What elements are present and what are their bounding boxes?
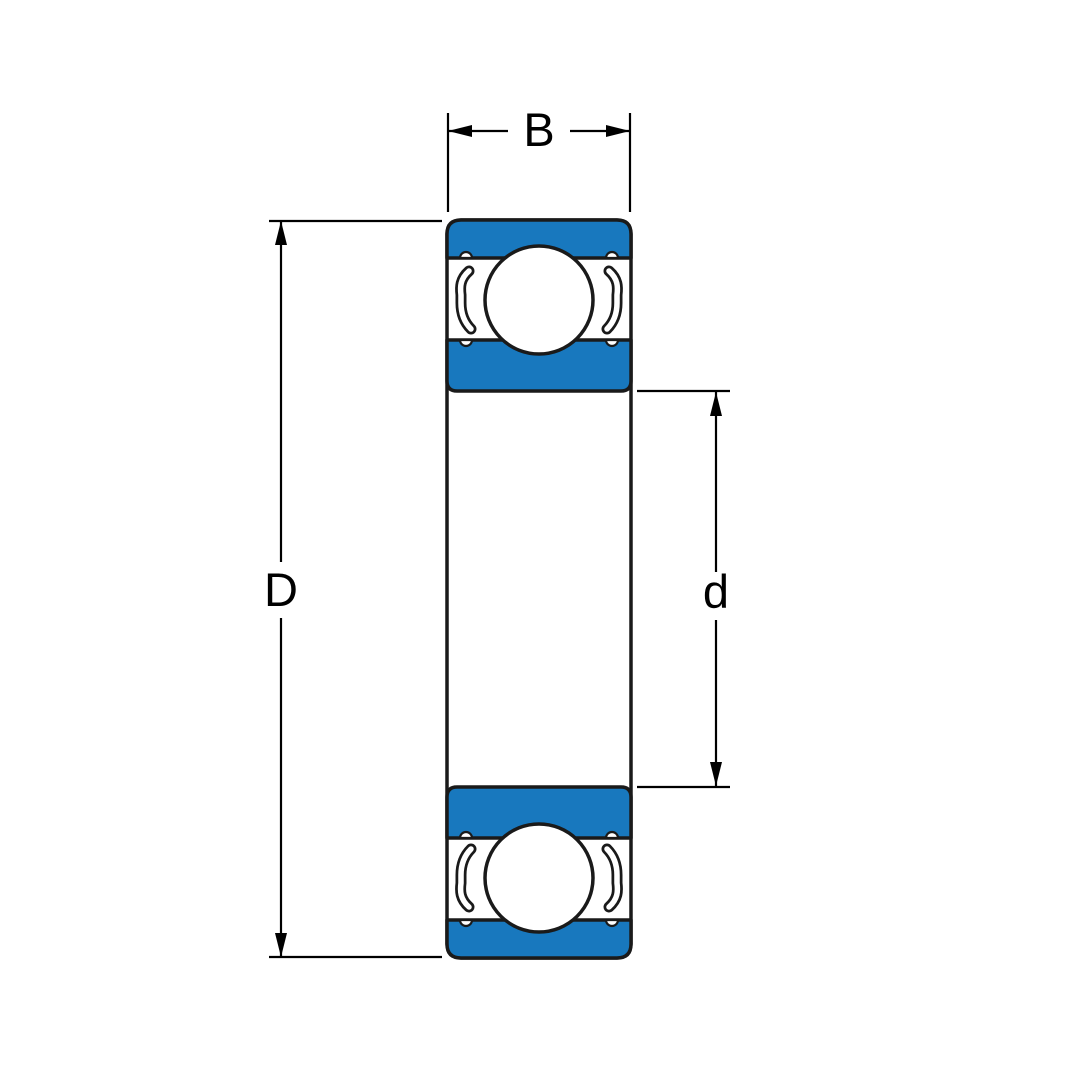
bearing-body — [445, 218, 633, 960]
shield-groove-notch — [604, 918, 620, 928]
shield-groove-notch — [604, 250, 620, 260]
shield-groove-notch — [458, 830, 474, 840]
arrowhead-up — [710, 392, 722, 416]
shield-bottom-right — [601, 843, 623, 913]
arrowhead-down — [710, 762, 722, 786]
shield-top-right — [601, 265, 623, 335]
shield-bottom-left — [455, 843, 477, 913]
ball-top — [483, 244, 595, 356]
dimension-bore-diameter: d — [637, 389, 730, 789]
shield-profile-core — [604, 268, 621, 332]
shield-groove-notches — [458, 250, 620, 928]
arrowhead-left — [448, 125, 472, 137]
shield-profile-core — [457, 846, 474, 910]
dimension-outer-diameter-d: D — [264, 219, 442, 959]
inner-ring-top-section — [445, 338, 633, 393]
shield-groove-notch — [458, 338, 474, 348]
shield-groove-notch — [604, 830, 620, 840]
dimension-width-b: B — [446, 103, 632, 212]
shield-groove-notch — [458, 250, 474, 260]
shield-profile-core — [457, 268, 474, 332]
arrowhead-right — [606, 125, 630, 137]
width-label: B — [523, 103, 554, 156]
shield-profile-core — [604, 846, 621, 910]
outer-diameter-label: D — [264, 563, 298, 616]
shield-groove-notch — [458, 918, 474, 928]
ball-bottom — [483, 822, 595, 934]
arrowhead-up — [275, 221, 287, 245]
inner-ring-bottom-section — [445, 785, 633, 840]
outer-ring-top-section — [445, 218, 633, 260]
shield-groove-notch — [604, 338, 620, 348]
arrowhead-down — [275, 933, 287, 957]
bore-diameter-label: d — [703, 565, 729, 618]
outer-ring-bottom-section — [445, 918, 633, 960]
shield-top-left — [455, 265, 477, 335]
